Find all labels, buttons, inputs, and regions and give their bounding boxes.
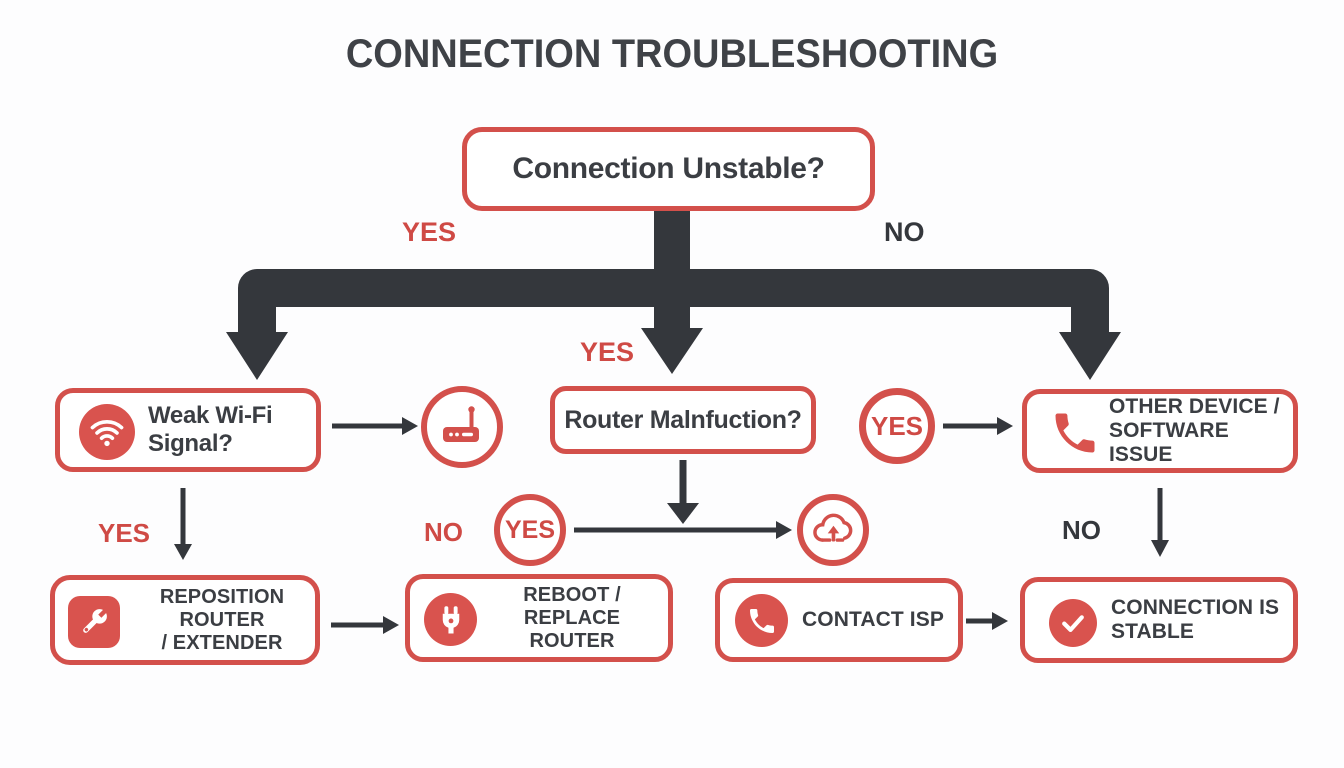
- node-connection-stable-label: CONNECTION IS STABLE: [1111, 596, 1279, 644]
- reposition-line1: REPOSITION ROUTER: [159, 585, 285, 631]
- phone-icon: [1049, 407, 1101, 459]
- stable-line2: STABLE: [1111, 620, 1195, 643]
- plug-icon: [424, 593, 477, 646]
- stable-line1: CONNECTION IS: [1111, 595, 1280, 619]
- yes-badge-top: YES: [859, 388, 935, 464]
- wifi-icon: [79, 404, 135, 460]
- reboot-line1: REBOOT / REPLACE: [523, 583, 621, 629]
- row3-yes-label: YES: [98, 518, 151, 548]
- node-weak-wifi-signal: Weak Wi-Fi Signal?: [55, 388, 321, 472]
- node-weak-wifi-label: Weak Wi-Fi Signal?: [148, 402, 273, 457]
- node-contact-isp: CONTACT ISP: [715, 578, 963, 662]
- reboot-line2: ROUTER: [529, 629, 615, 652]
- node-router-malfunction: Router Malnfuction?: [550, 386, 816, 454]
- node-other-device-label: OTHER DEVICE / SOFTWARE ISSUE: [1109, 395, 1293, 467]
- check-icon: [1049, 599, 1097, 647]
- node-contact-isp-label: CONTACT ISP: [802, 607, 944, 631]
- branch-yes-label: YES: [402, 217, 457, 247]
- phone-circle-icon: [735, 594, 788, 647]
- thin-arrowheads: [174, 417, 1169, 634]
- weak-wifi-line2: Signal?: [148, 430, 233, 457]
- node-connection-unstable: Connection Unstable?: [462, 127, 875, 211]
- reposition-line2: / EXTENDER: [161, 631, 283, 654]
- branch-mid-yes-label: YES: [580, 337, 635, 367]
- node-reboot-router: REBOOT / REPLACE ROUTER: [405, 574, 673, 662]
- other-device-line2: SOFTWARE ISSUE: [1109, 418, 1229, 467]
- node-connection-unstable-label: Connection Unstable?: [512, 151, 825, 185]
- node-reposition-router: REPOSITION ROUTER / EXTENDER: [50, 575, 320, 665]
- cloud-upload-icon: [797, 494, 869, 566]
- router-icon: [421, 386, 503, 468]
- node-connection-stable: CONNECTION IS STABLE: [1020, 577, 1298, 663]
- branch-no-label: NO: [884, 217, 925, 247]
- row3-no-label: NO: [424, 517, 463, 547]
- other-device-line1: OTHER DEVICE /: [1109, 394, 1280, 418]
- wrench-icon: [68, 596, 120, 648]
- node-router-malfunction-label: Router Malnfuction?: [564, 405, 802, 434]
- node-reboot-label: REBOOT / REPLACE ROUTER: [486, 584, 658, 653]
- node-reposition-label: REPOSITION ROUTER / EXTENDER: [129, 586, 315, 655]
- node-other-device: OTHER DEVICE / SOFTWARE ISSUE: [1022, 389, 1298, 473]
- yes-badge-mid: YES: [494, 494, 566, 566]
- page-title: CONNECTION TROUBLESHOOTING: [345, 32, 999, 76]
- weak-wifi-line1: Weak Wi-Fi: [148, 402, 273, 430]
- row3-no-label-dark: NO: [1062, 515, 1101, 545]
- big-arrowheads: [226, 328, 1121, 380]
